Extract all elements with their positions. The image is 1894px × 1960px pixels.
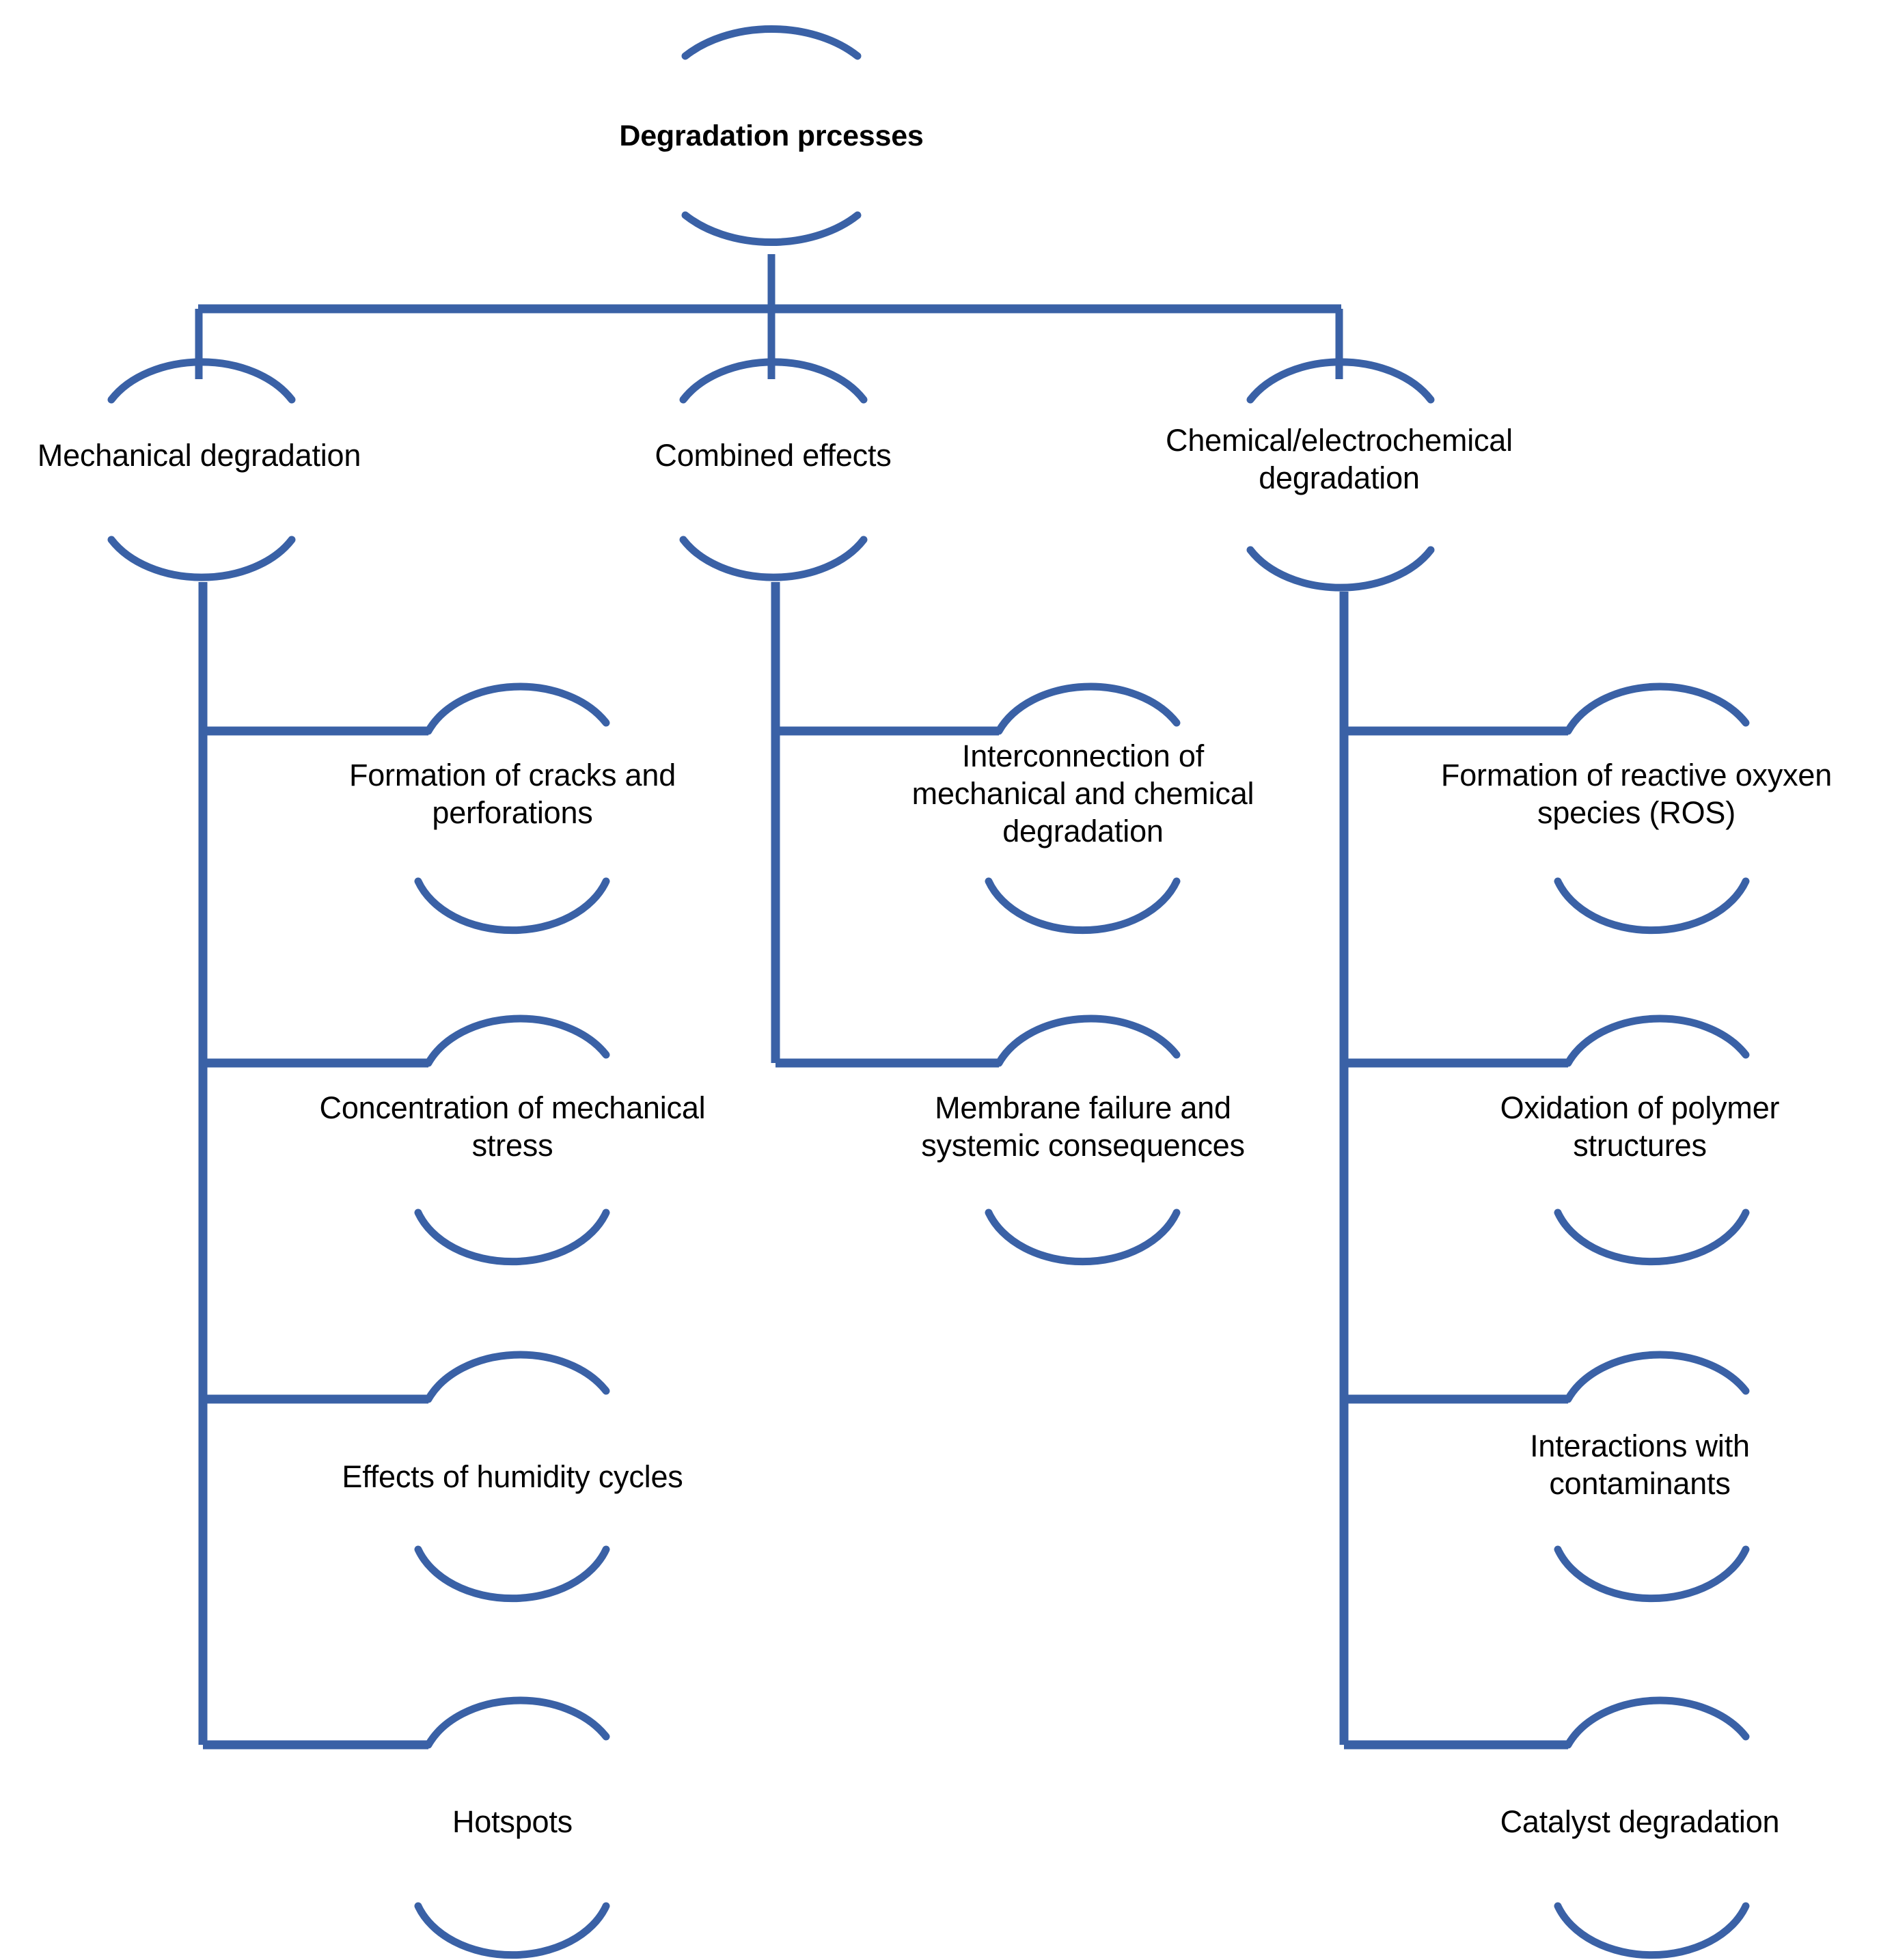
branch-label-combined-effects: Combined effects [655,438,892,473]
membrane-failure-bottom-arc [985,1209,1181,1266]
oxidation-of-polymer-structures-bottom-arc [1554,1209,1750,1266]
formation-of-reactive-oxyxen-species-top-arc [1564,682,1750,735]
leaf-label-effects-of-humidity-cycles: Effects of humidity cycles [342,1459,683,1494]
chemical-degradation-bottom-arc [1246,546,1435,592]
concentration-of-mechanical-stress-top-arc [424,1014,610,1067]
oxidation-of-polymer-structures-top-arc [1564,1014,1750,1067]
interactions-with-contaminants-bottom-arc [1554,1545,1750,1603]
branch-label-mechanical-degradation: Mechanical degradation [37,438,361,473]
leaf-label-membrane-failure-and-systemic-consequences: Membrane failure and systemic consequenc… [921,1090,1245,1163]
branch-label-chemical-electrochemical-degradation: Chemical/electrochemical degradation [1166,423,1513,495]
chemical-degradation-top-arc [1246,358,1435,404]
leaf-label-interactions-with-contaminants: Interactions with contaminants [1530,1428,1750,1501]
combined-effects-top-arc [679,358,868,404]
mechanical-degradation-bottom-arc [107,536,296,581]
effects-of-humidity-cycles-bottom-arc [414,1545,610,1603]
hotspots-bottom-arc [414,1902,610,1959]
formation-of-reactive-oxyxen-species-bottom-arc [1554,877,1750,935]
leaf-label-concentration-of-mechanical-stress: Concentration of mechanical stress [319,1090,706,1163]
concentration-of-mechanical-stress-bottom-arc [414,1209,610,1266]
formation-of-cracks-and-perforations-top-arc [424,682,610,735]
leaf-label-catalyst-degradation: Catalyst degradation [1500,1804,1780,1839]
combined-effects-bottom-arc [679,536,868,581]
membrane-failure-top-arc [995,1014,1181,1067]
interconnection-bottom-arc [985,877,1181,935]
root-node-label: Degradation prcesses [619,120,924,152]
catalyst-degradation-bottom-arc [1554,1902,1750,1959]
effects-of-humidity-cycles-top-arc [424,1351,610,1403]
hotspots-top-arc [424,1696,610,1749]
catalyst-degradation-top-arc [1564,1696,1750,1749]
mechanical-degradation-top-arc [107,358,296,404]
leaf-label-oxidation-of-polymer-structures: Oxidation of polymer structures [1500,1090,1780,1163]
leaf-label-formation-of-reactive-oxyxen-species: Formation of reactive oxyxen species (RO… [1440,758,1833,830]
interactions-with-contaminants-top-arc [1564,1351,1750,1403]
interconnection-top-arc [995,682,1181,735]
leaf-label-interconnection-of-mechanical-and-chemical-degradation: Interconnection of mechanical and chemic… [911,739,1254,848]
leaf-label-formation-of-cracks-and-perforations: Formation of cracks and perforations [348,758,676,830]
leaf-label-hotspots: Hotspots [452,1804,573,1839]
root-bottom-arc [681,211,862,246]
root-top-arc [681,25,862,60]
formation-of-cracks-and-perforations-bottom-arc [414,877,610,935]
